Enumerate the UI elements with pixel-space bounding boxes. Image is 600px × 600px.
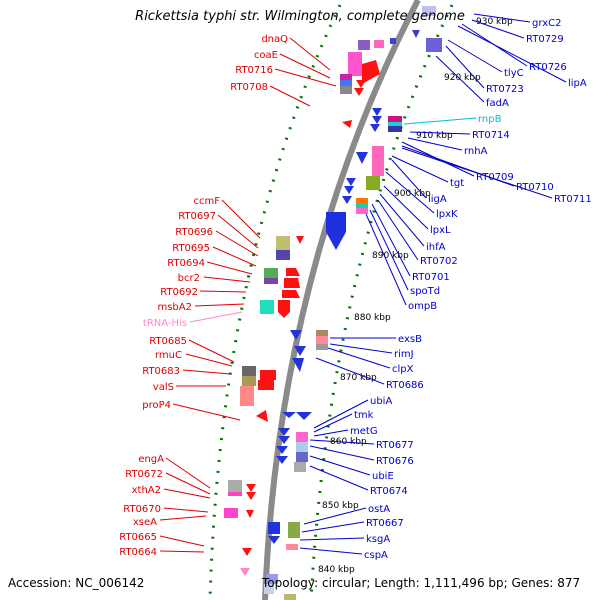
gene-label[interactable]: RT0677 xyxy=(376,440,414,451)
gene-features xyxy=(224,6,442,600)
kbp-marker: 890 kbp xyxy=(372,251,409,261)
gene-label[interactable]: RT0708 xyxy=(230,82,268,93)
kbp-marker: 850 kbp xyxy=(322,501,359,511)
gene-label[interactable]: RT0667 xyxy=(366,518,404,529)
kbp-marker: 840 kbp xyxy=(318,565,355,575)
gene-label[interactable]: ksgA xyxy=(366,534,390,545)
gene-label[interactable]: cspA xyxy=(364,550,388,561)
gene-label[interactable]: RT0692 xyxy=(160,287,198,298)
left-gene-labels: dnaQ coaE RT0716 RT0708 ccmF RT0697 RT06… xyxy=(119,34,288,558)
rna-label[interactable]: rnpB xyxy=(478,114,502,125)
gene-label[interactable]: RT0672 xyxy=(125,469,163,480)
kbp-marker: 920 kbp xyxy=(444,73,481,83)
gene-label[interactable]: spoTd xyxy=(410,286,440,297)
gene-label[interactable]: grxC2 xyxy=(532,18,561,29)
gene-label[interactable]: xseA xyxy=(133,517,157,528)
topology-text: Topology: circular; Length: 1,111,496 bp… xyxy=(262,576,581,590)
gene-label[interactable]: RT0665 xyxy=(119,532,157,543)
gene-label[interactable]: RT0729 xyxy=(526,34,564,45)
gene-label[interactable]: ihfA xyxy=(426,242,446,253)
gene-label[interactable]: RT0676 xyxy=(376,456,414,467)
trna-label[interactable]: tRNA-His xyxy=(143,318,187,329)
gene-label[interactable]: ubiA xyxy=(370,396,392,407)
accession-text: Accession: NC_006142 xyxy=(8,576,145,590)
gene-label[interactable]: RT0664 xyxy=(119,547,157,558)
gene-label[interactable]: bcr2 xyxy=(178,273,200,284)
right-gene-labels: grxC2 RT0729 RT0726 lipA tlyC RT0723 fad… xyxy=(350,18,592,561)
gene-label[interactable]: tlyC xyxy=(504,68,524,79)
gene-label[interactable]: RT0674 xyxy=(370,486,408,497)
gene-label[interactable]: ubiE xyxy=(372,471,394,482)
gene-label[interactable]: coaE xyxy=(254,50,278,61)
gene-label[interactable]: ompB xyxy=(408,301,437,312)
trna-his-leader xyxy=(189,311,243,323)
kbp-marker: 910 kbp xyxy=(416,131,453,141)
genome-backbone xyxy=(262,0,421,600)
gene-label[interactable]: RT0685 xyxy=(149,336,187,347)
gene-label[interactable]: RT0711 xyxy=(554,194,592,205)
gene-label[interactable]: tmk xyxy=(354,410,374,421)
gene-label[interactable]: RT0701 xyxy=(412,272,450,283)
left-leader-lines xyxy=(159,37,337,553)
gene-label[interactable]: RT0702 xyxy=(420,256,458,267)
gene-label[interactable]: exsB xyxy=(398,334,422,345)
gene-label[interactable]: RT0694 xyxy=(167,258,205,269)
gene-label[interactable]: ccmF xyxy=(194,196,221,207)
rnpB-leader xyxy=(403,117,477,125)
gene-label[interactable]: valS xyxy=(153,382,174,393)
kbp-marker: 880 kbp xyxy=(354,313,391,323)
gene-label[interactable]: RT0723 xyxy=(486,84,524,95)
gene-label[interactable]: clpX xyxy=(392,364,414,375)
gene-label[interactable]: RT0695 xyxy=(172,243,210,254)
gene-label[interactable]: RT0716 xyxy=(235,65,273,76)
gene-label[interactable]: RT0709 xyxy=(476,172,514,183)
kbp-marker: 870 kbp xyxy=(340,373,377,383)
gene-label[interactable]: ostA xyxy=(368,504,390,515)
gene-label[interactable]: RT0670 xyxy=(123,504,161,515)
gene-label[interactable]: proP4 xyxy=(142,400,171,411)
gene-label[interactable]: msbA2 xyxy=(157,302,192,313)
gene-label[interactable]: fadA xyxy=(486,98,509,109)
gene-label[interactable]: tgt xyxy=(450,178,464,189)
gene-label[interactable]: RT0696 xyxy=(175,227,213,238)
gene-label[interactable]: RT0686 xyxy=(386,380,424,391)
genome-title: Rickettsia typhi str. Wilmington, comple… xyxy=(135,9,465,24)
gene-label[interactable]: lpxK xyxy=(436,209,458,220)
right-leader-lines xyxy=(299,13,567,555)
gene-label[interactable]: metG xyxy=(350,426,378,437)
gene-label[interactable]: dnaQ xyxy=(261,34,288,45)
gene-label[interactable]: RT0710 xyxy=(516,182,554,193)
gene-label[interactable]: RT0726 xyxy=(529,62,567,73)
gene-label[interactable]: engA xyxy=(138,454,164,465)
gene-label[interactable]: lipA xyxy=(568,78,587,89)
gene-label[interactable]: rmuC xyxy=(155,350,182,361)
kbp-marker: 930 kbp xyxy=(476,17,513,27)
gene-label[interactable]: RT0714 xyxy=(472,130,510,141)
gene-label[interactable]: lpxL xyxy=(430,225,451,236)
gene-label[interactable]: xthA2 xyxy=(132,485,161,496)
gene-label[interactable]: ligA xyxy=(428,194,447,205)
gene-label[interactable]: rimJ xyxy=(394,349,414,360)
gene-label[interactable]: RT0697 xyxy=(178,211,216,222)
gene-label[interactable]: RT0683 xyxy=(142,366,180,377)
gene-label[interactable]: rnhA xyxy=(464,146,488,157)
